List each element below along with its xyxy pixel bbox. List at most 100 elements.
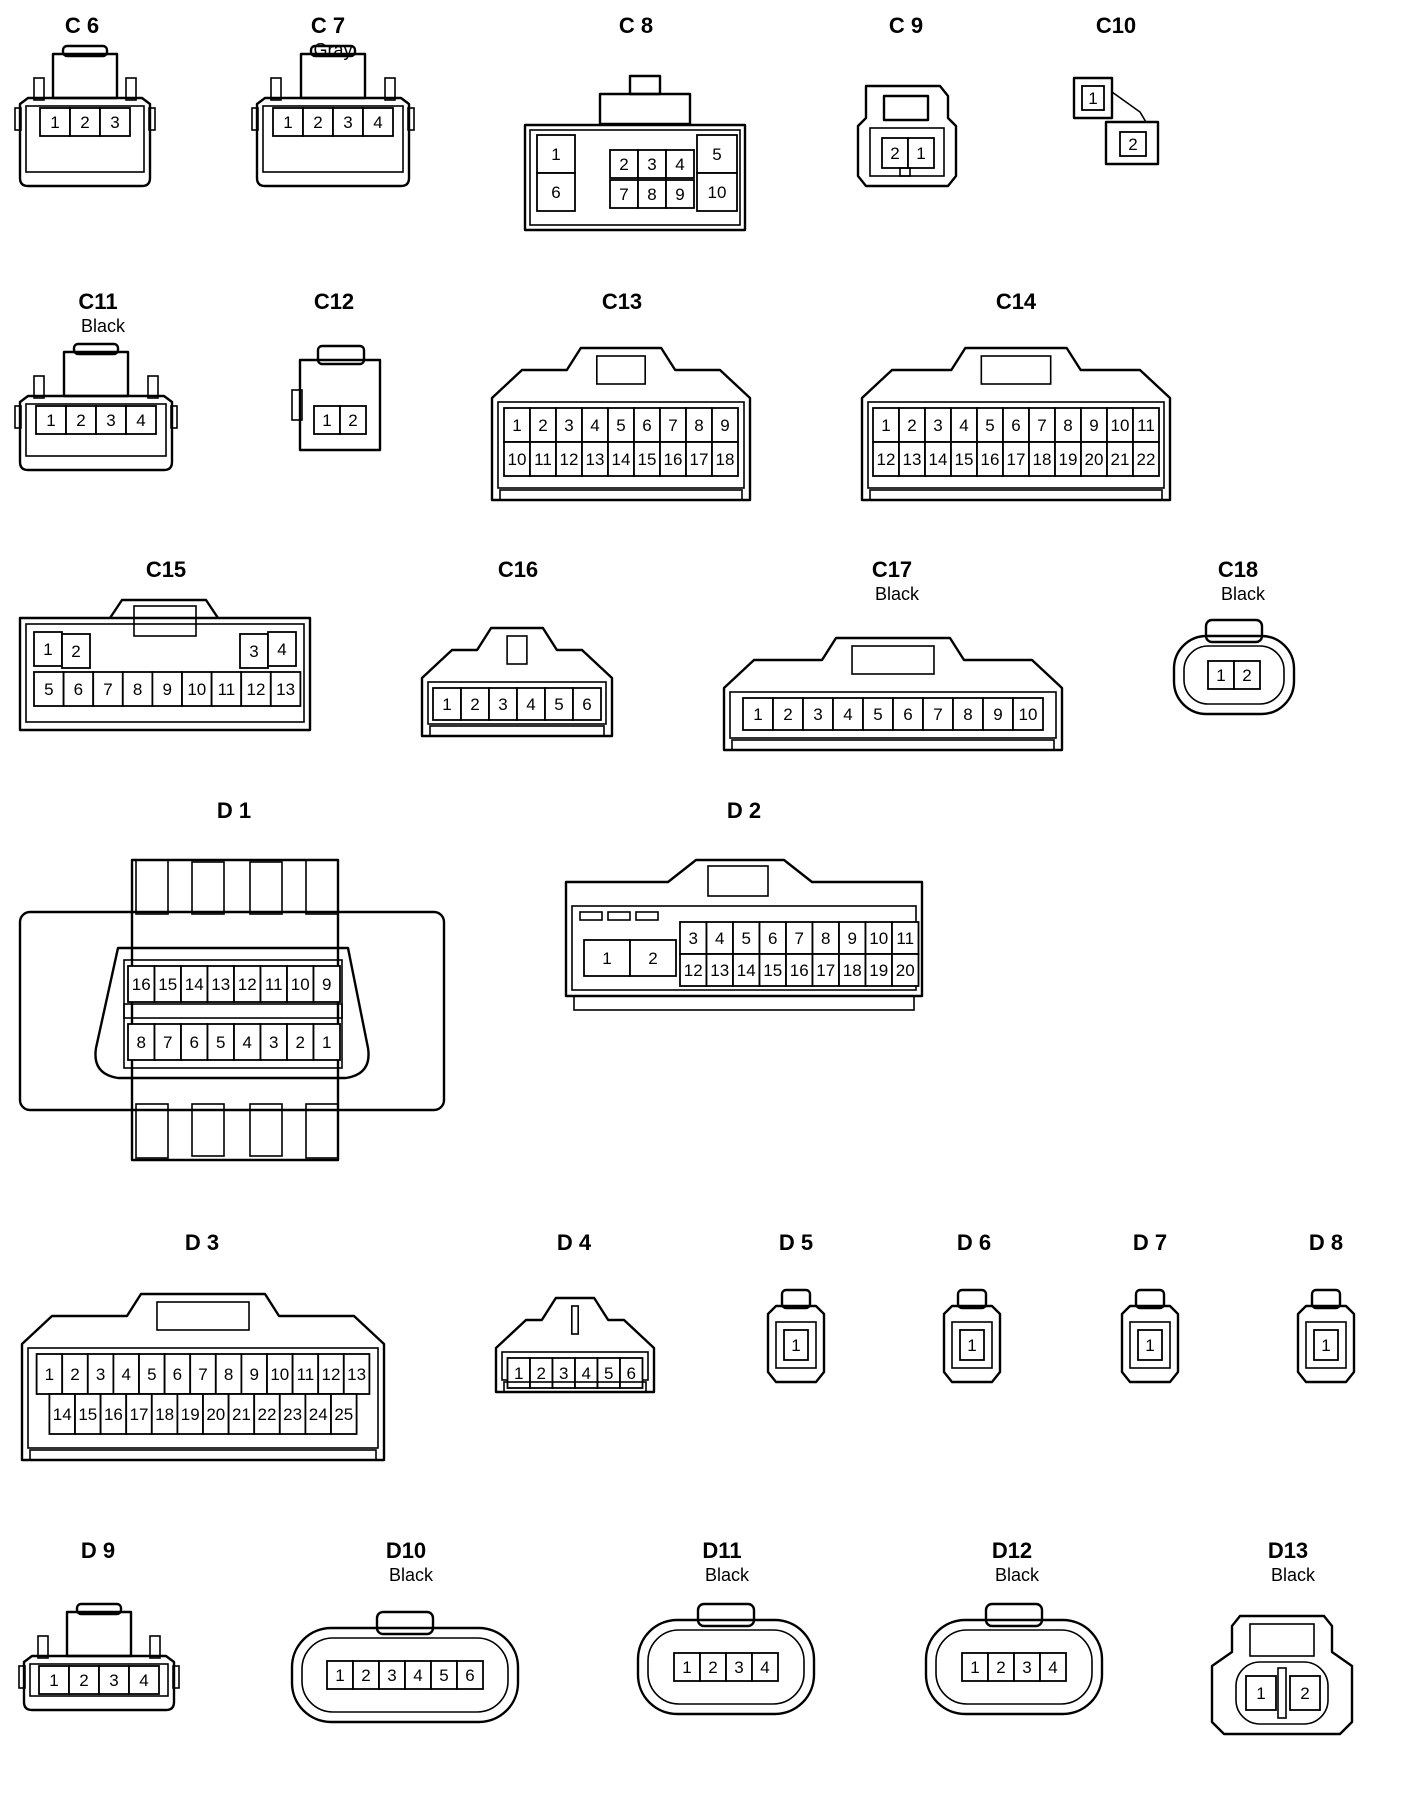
connector-d5: 1 [766,1288,826,1384]
pin-number: 6 [642,416,651,435]
pin-cavity [862,697,894,731]
housing-outline [27,1347,379,1449]
pin-number: 12 [238,975,257,994]
pin-number: 16 [104,1405,123,1424]
connector-color-label: Black [1221,584,1266,604]
pin-number: 3 [813,705,822,724]
pin-number: 2 [783,705,792,724]
pin-number: 4 [715,929,724,948]
connector-pin: 9 [665,179,695,209]
housing-foot [503,1381,647,1393]
connector-pin: 2 [529,407,557,443]
pin-number: 3 [498,695,507,714]
connector-pin: 9 [982,697,1014,731]
pin-cavity [705,921,734,955]
pin-cavity [269,671,302,707]
pin-number: 4 [959,416,968,435]
connector-pin: 20 [1080,441,1108,477]
pin-number: 3 [647,155,656,174]
pin-number: 2 [648,949,657,968]
housing-outline [135,859,169,915]
connector-pin: 3 [95,405,127,435]
connector-pin: 12 [555,441,583,477]
housing-outline [1111,91,1147,123]
connector-label: C18 [1218,557,1258,582]
connector-pin: 2 [629,939,677,977]
pin-cavity [62,671,95,707]
connector-pin: 4 [112,1353,140,1395]
connector-pin: 15 [950,441,978,477]
pin-cavity [1002,441,1030,477]
connector-pin: 10 [266,1353,294,1395]
connector-pin: 4 [705,921,734,955]
connector-pin: 5 [696,134,738,174]
pin-cavity [758,953,787,987]
connector-pin: 4 [574,1357,599,1389]
pin-cavity [1013,1652,1041,1682]
housing-outline [255,96,411,188]
pin-cavity [1233,660,1261,690]
pin-cavity [503,407,531,443]
housing-outline [14,107,22,131]
pin-number: 1 [49,1671,58,1690]
lock-tab [596,355,646,385]
pin-cavity [572,687,602,721]
pin-number: 8 [821,929,830,948]
pin-number: 9 [720,416,729,435]
housing-outline [25,623,305,723]
pin-cavity [61,1353,89,1395]
connector-label: C12 [314,289,354,314]
pin-number: 20 [1085,450,1104,469]
connector-pin: 11 [1132,407,1160,443]
connector-label: D 2 [727,798,761,823]
housing-outline [18,910,446,1112]
connector-label: C16 [498,557,538,582]
connector-pin: 2 [68,1665,100,1695]
pin-number: 3 [734,1658,743,1677]
pin-cavity [253,1393,281,1435]
pin-cavity [832,697,864,731]
housing-outline [18,394,174,472]
housing-outline [135,1103,169,1159]
pin-number: 5 [616,416,625,435]
connector-pin: 23 [278,1393,307,1435]
connector-pin: 2 [460,687,490,721]
pin-number: 13 [211,975,230,994]
housing-outline [249,1103,283,1157]
pin-number: 10 [708,183,727,202]
lock-tab [707,865,769,897]
pin-cavity [362,107,394,137]
housing-foot [499,489,743,501]
pin-number: 3 [689,929,698,948]
connector-color-label: Black [995,1565,1040,1585]
pin-number: 1 [50,113,59,132]
pin-cavity [35,405,67,435]
pin-number: 2 [313,113,322,132]
housing-outline [766,1304,826,1384]
connector-pin: 4 [362,107,394,137]
connector-pin: 1 [1313,1329,1339,1361]
pin-number: 2 [348,411,357,430]
connector-pin: 10 [864,921,893,955]
connector-pin: 1 [38,1665,70,1695]
pin-cavity [272,107,304,137]
connector-pin: 15 [74,1393,102,1435]
connector-pin: 2 [1289,1675,1321,1711]
connector-pin: 5 [862,697,894,731]
connector-pin: 1 [583,939,631,977]
pin-number: 5 [985,416,994,435]
pin-cavity [679,953,708,987]
connector-pin: 1 [961,1652,989,1682]
pin-number: 1 [791,1336,800,1355]
connector-pin: 8 [637,179,667,209]
connector-label: D 5 [779,1230,813,1255]
connector-pin: 9 [838,921,867,955]
connector-pin: 14 [732,953,761,987]
housing-outline [29,1663,169,1697]
pin-number: 7 [795,929,804,948]
connector-pin: 5 [732,921,761,955]
connector-pin: 8 [121,671,154,707]
